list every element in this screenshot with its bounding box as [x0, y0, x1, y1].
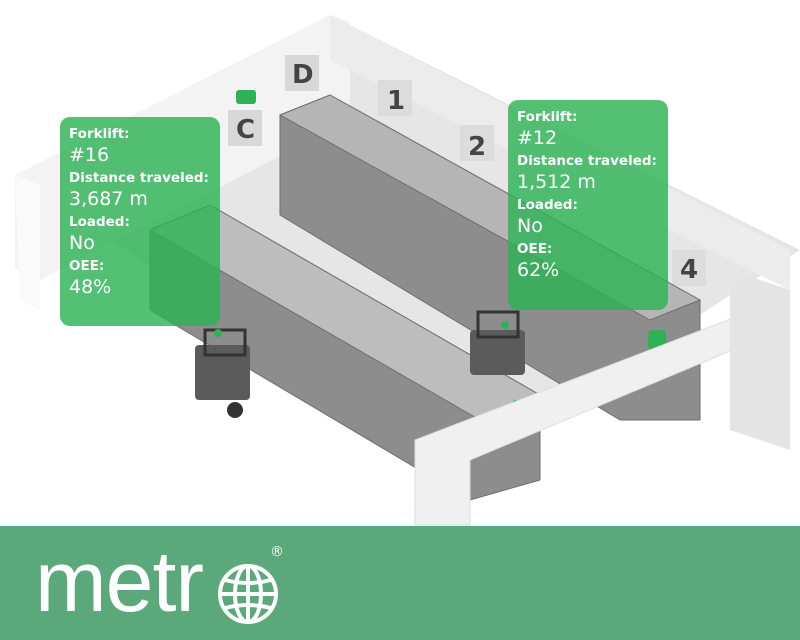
- pallet-stacks: [148, 94, 702, 501]
- bay-sign-d: D: [292, 60, 314, 90]
- loaded-label: Loaded:: [517, 197, 578, 213]
- oee-label: OEE:: [517, 241, 553, 257]
- distance-label: Distance traveled:: [69, 170, 209, 186]
- globe-icon: [218, 564, 278, 624]
- oee-value: 48%: [69, 276, 112, 298]
- bay-signs: D 1 2 C 4: [228, 55, 706, 286]
- bay-sign-2: 2: [468, 132, 486, 162]
- forklift-id: #12: [517, 127, 558, 149]
- bay-sign-4: 4: [680, 255, 698, 285]
- metro-logo-text: metr: [35, 534, 204, 630]
- distance-label: Distance traveled:: [517, 153, 657, 169]
- distance-value: 1,512 m: [517, 171, 596, 193]
- loaded-value: No: [69, 232, 95, 254]
- brand-banner: [0, 526, 800, 640]
- bay-sign-c: C: [236, 115, 255, 145]
- loaded-label: Loaded:: [69, 214, 130, 230]
- forklift-12: [470, 310, 525, 375]
- bay-sign-d-plate: [285, 55, 319, 91]
- forklift-label: Forklift:: [69, 126, 130, 142]
- oee-label: OEE:: [69, 258, 105, 274]
- bay-sign-4-plate: [672, 250, 706, 286]
- distance-value: 3,687 m: [69, 188, 148, 210]
- forklift-label: Forklift:: [517, 109, 578, 125]
- forklift-12-info-panel: Forklift: #12 Distance traveled: 1,512 m…: [508, 100, 668, 310]
- oee-value: 62%: [517, 259, 560, 281]
- forklift-16: [195, 328, 250, 418]
- bay-sign-2-plate: [460, 125, 494, 161]
- forklift-id: #16: [69, 144, 110, 166]
- wall-corner: [15, 175, 40, 310]
- loaded-value: No: [517, 215, 543, 237]
- forklift-16-info-panel: Forklift: #16 Distance traveled: 3,687 m…: [60, 117, 220, 326]
- registered-mark: ®: [270, 544, 284, 560]
- bay-sign-1-plate: [378, 80, 412, 116]
- bay-sign-1: 1: [387, 86, 405, 116]
- bay-sign-c-plate: [228, 110, 262, 146]
- dock-door: [730, 270, 790, 450]
